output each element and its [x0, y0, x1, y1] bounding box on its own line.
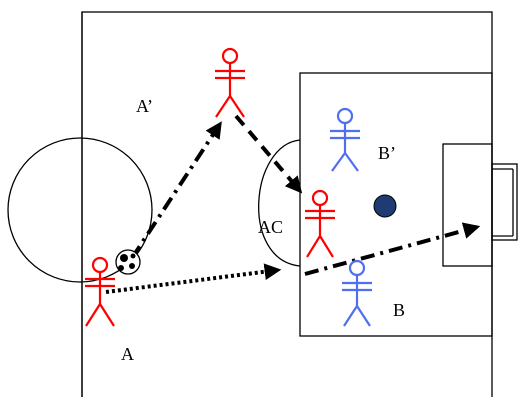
player-b-label: B	[393, 300, 405, 320]
goal-area	[442, 143, 493, 267]
player-a-icon	[85, 256, 115, 327]
run-arrow	[234, 114, 303, 194]
pitch-boundary	[81, 11, 493, 397]
dribble-arrow	[105, 263, 282, 294]
penalty-arc	[258, 139, 301, 267]
goal-net	[491, 163, 518, 241]
player-a-prime-label: A’	[136, 96, 153, 116]
player-a-prime-icon	[215, 47, 245, 118]
ball-icon	[115, 249, 141, 275]
player-ac-icon	[305, 189, 335, 258]
target-marker-icon	[373, 194, 397, 218]
pass-arrow	[130, 121, 222, 260]
center-circle	[7, 137, 153, 283]
player-a-label: A	[121, 344, 134, 364]
player-b-prime-icon	[330, 107, 360, 172]
shot-arrow	[304, 222, 481, 276]
player-ac-label: AC	[258, 217, 283, 237]
player-b-icon	[342, 259, 372, 327]
player-b-prime-label: B’	[378, 143, 396, 163]
